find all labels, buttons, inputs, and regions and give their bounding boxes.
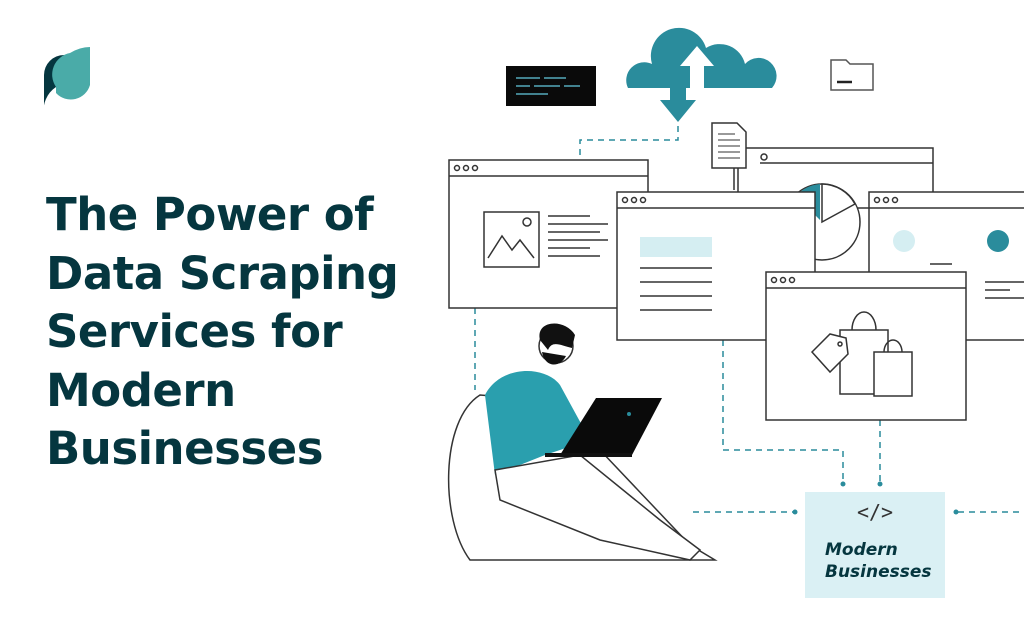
shopping-bags-icon [839, 311, 913, 397]
code-icon: </> [856, 500, 894, 524]
brand-logo [44, 47, 90, 115]
title-line: Businesses [46, 422, 323, 475]
cloud-upload-download-icon [626, 27, 777, 122]
box-label: Modern Businesses [825, 539, 932, 583]
image-icon [483, 211, 540, 268]
browser-window-image [448, 159, 649, 309]
title-line: The Power of [46, 188, 374, 241]
person-with-laptop [447, 323, 718, 561]
title-line: Services for [46, 305, 343, 358]
folder-icon [830, 59, 874, 91]
page-title: The Power of Data Scraping Services for … [46, 186, 399, 479]
box-label-line: Modern [825, 540, 898, 560]
price-tag-icon [810, 333, 849, 374]
box-label-line: Businesses [825, 562, 932, 582]
title-line: Data Scraping [46, 246, 399, 300]
title-line: Modern [46, 363, 236, 417]
connector-lines [474, 122, 1024, 513]
document-icon [711, 122, 747, 190]
code-terminal-icon [506, 66, 596, 106]
browser-window-shopping [765, 271, 967, 421]
modern-businesses-box: </> Modern Businesses [805, 492, 945, 598]
